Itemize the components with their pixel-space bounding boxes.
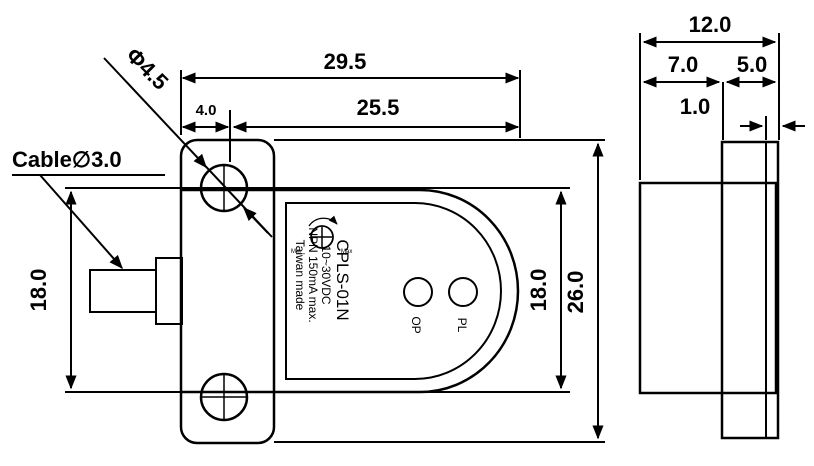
front-dimension-lines xyxy=(12,57,605,443)
dim-side-body: 7.0 xyxy=(668,52,699,77)
dim-cable: Cable∅3.0 xyxy=(12,147,122,172)
potentiometer xyxy=(310,225,334,249)
dim-side-plate: 1.0 xyxy=(680,94,711,119)
model-label: CPLS-01N xyxy=(333,239,352,320)
dim-body-length: 25.5 xyxy=(357,95,400,120)
cable-gland xyxy=(155,257,183,325)
dim-height-left: 18.0 xyxy=(26,269,51,312)
voltage-label: 10~30VDC xyxy=(319,245,333,304)
dim-side-bracket: 5.0 xyxy=(737,52,768,77)
origin-label: Taiwan made xyxy=(293,240,307,311)
led-pl xyxy=(448,277,478,307)
dim-hole-diameter: Φ4.5 xyxy=(121,43,173,95)
dim-overall-length: 29.5 xyxy=(324,49,367,74)
pot-min-label: Min xyxy=(291,249,301,255)
led-pl-label: PL xyxy=(455,318,469,333)
dim-side-total: 12.0 xyxy=(689,12,732,37)
cable-stub xyxy=(89,269,157,313)
sensor-face xyxy=(285,202,502,380)
sensor-body xyxy=(182,188,520,394)
pot-max-label: Max xyxy=(341,249,352,255)
side-dimension-lines xyxy=(639,33,805,180)
dim-height-right: 18.0 xyxy=(526,269,551,312)
dim-height-total: 26.0 xyxy=(563,271,588,314)
side-view xyxy=(638,140,780,440)
led-op-label: OP xyxy=(409,316,423,333)
side-body xyxy=(638,181,778,395)
device-label-block: CPLS-01N 10~30VDC NPN 150mA max. Taiwan … xyxy=(293,227,469,333)
led-op xyxy=(403,277,433,307)
output-label: NPN 150mA max. xyxy=(306,227,320,322)
dim-hole-offset: 4.0 xyxy=(196,102,217,119)
side-bracket xyxy=(720,140,780,440)
